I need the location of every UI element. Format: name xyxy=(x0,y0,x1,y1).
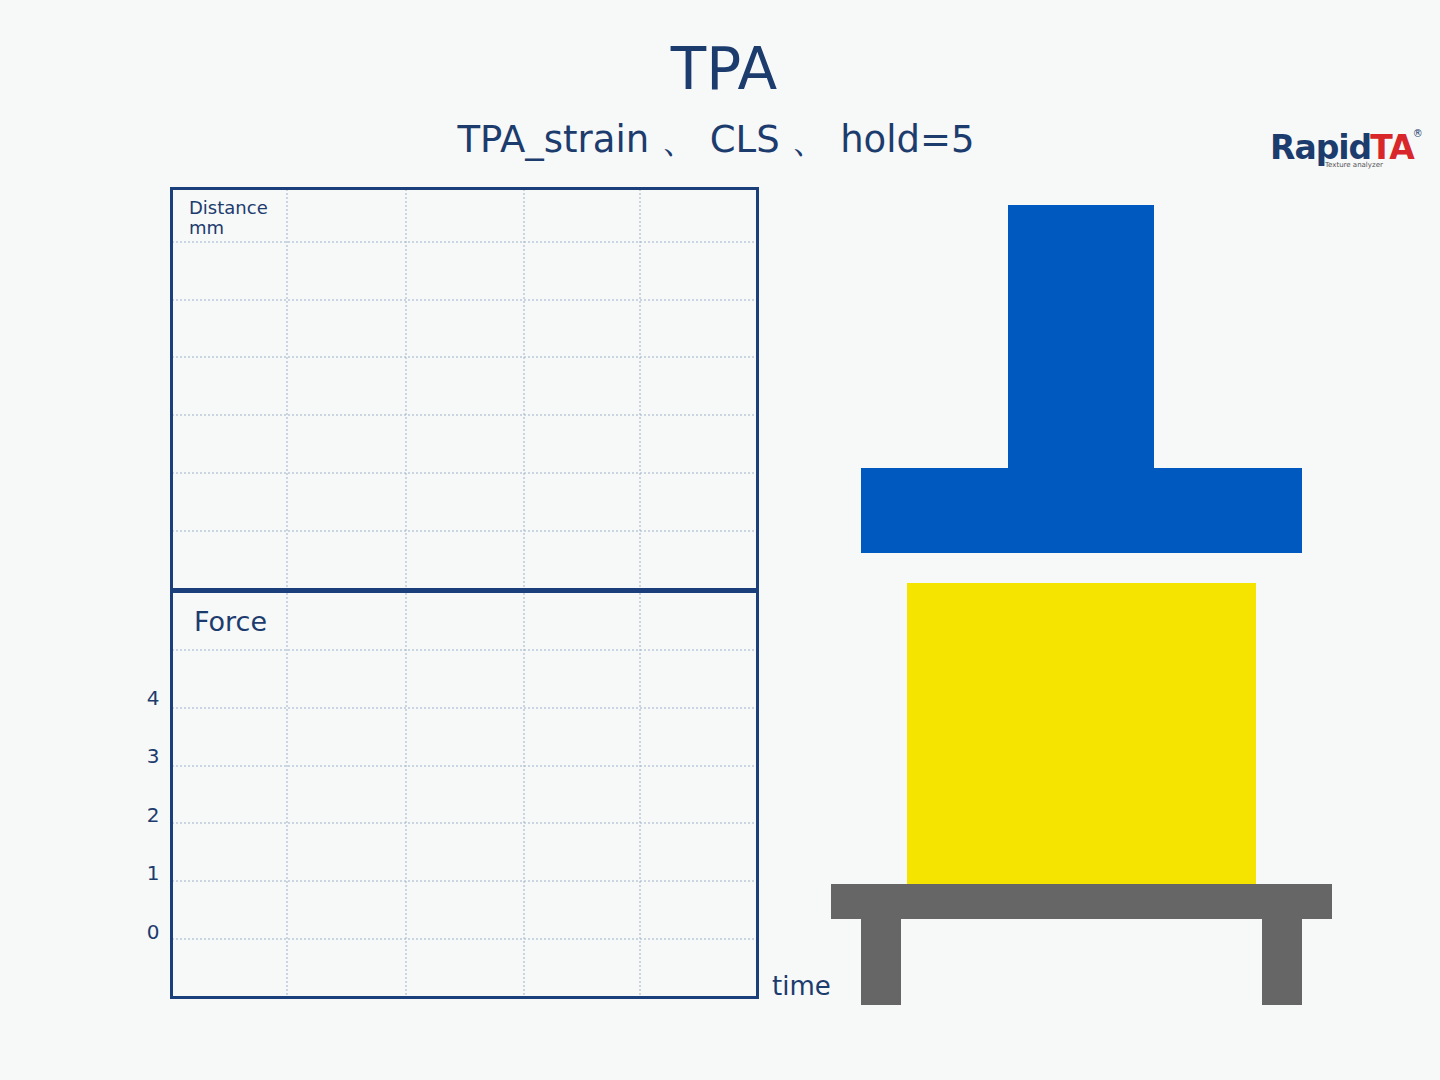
axis-tick: 0 xyxy=(147,921,160,943)
axis-tick: 2 xyxy=(147,804,160,826)
logo-mark: ® xyxy=(1413,128,1423,139)
platform-leg xyxy=(861,918,901,1005)
logo-text: TA xyxy=(1370,130,1414,166)
axis-tick: 3 xyxy=(147,745,160,767)
panel-label: Force xyxy=(194,607,267,637)
axis-tick: 4 xyxy=(147,687,160,709)
platform-top xyxy=(831,884,1332,919)
chart-panel: Force xyxy=(170,590,759,999)
probe-stem xyxy=(1008,205,1154,469)
sample xyxy=(907,583,1256,884)
subtitle: TPA_strain 、 CLS 、 hold=5 xyxy=(457,120,974,161)
axis-title: time xyxy=(772,972,831,1001)
title: TPA xyxy=(671,38,777,102)
logo-text: Rapid xyxy=(1270,130,1371,166)
chart-panel: Distance mm xyxy=(170,187,759,591)
axis-tick: 1 xyxy=(147,862,160,884)
platform-leg xyxy=(1262,918,1302,1005)
panel-label: Distance mm xyxy=(189,198,279,238)
probe-plate xyxy=(861,468,1302,553)
logo-tagline: Texture analyzer xyxy=(1325,162,1383,170)
